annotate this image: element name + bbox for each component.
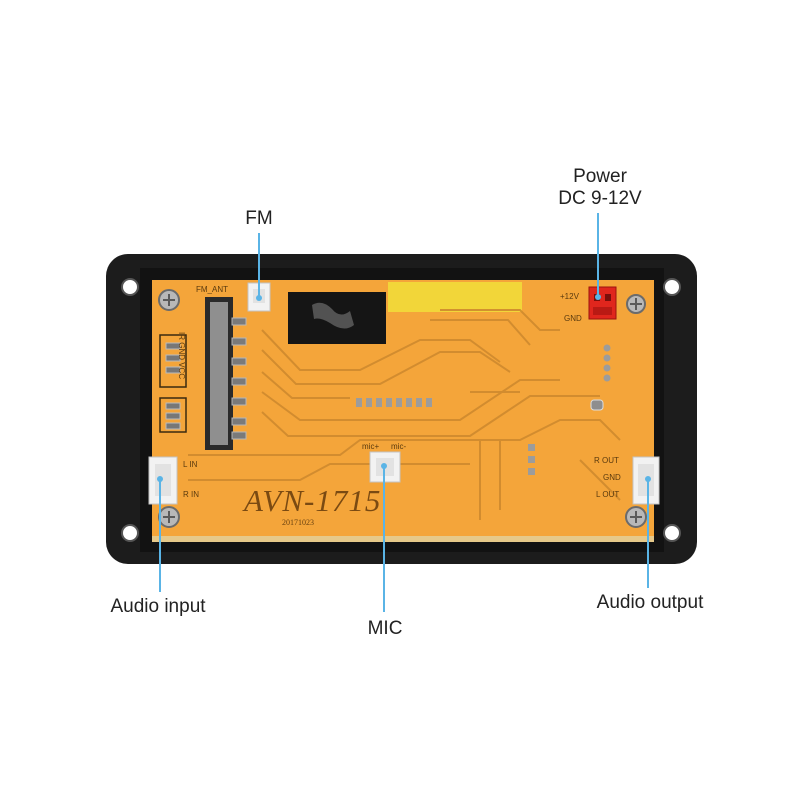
board-date: 20171023: [282, 518, 314, 527]
plus12v-label: +12V: [560, 292, 579, 301]
pcb-edge: [152, 536, 654, 542]
model-number: AVN-1715: [244, 483, 382, 518]
mount-hole-bottom-right: [663, 524, 681, 542]
audio-output-callout: Audio output: [596, 592, 704, 613]
ribbon-cable: [388, 282, 522, 312]
r-out-label: R OUT: [594, 456, 619, 465]
fm-ant-label: FM_ANT: [196, 285, 228, 294]
mic-minus-label: mic-: [391, 442, 407, 451]
l-in-label: L IN: [183, 460, 198, 469]
gnd-out-label: GND: [603, 473, 621, 482]
led: [590, 399, 604, 411]
screw-bottom-left: [158, 506, 180, 528]
power-label: Power: [573, 166, 627, 187]
r-in-label: R IN: [183, 490, 199, 499]
mic-callout: MIC: [367, 618, 403, 639]
card-slot-pins: [231, 317, 247, 440]
side-header-outline: [159, 397, 187, 433]
ir-header-pins: [165, 342, 181, 374]
callout-lines: [159, 213, 649, 612]
ir-gnd-vcc-label: IR GND VCC: [177, 332, 186, 380]
display-glare: [312, 302, 354, 329]
power-voltage-label: DC 9-12V: [558, 188, 642, 209]
power-callout: Power DC 9-12V: [558, 166, 641, 210]
fm-callout: FM: [245, 208, 273, 229]
screw-top-left: [158, 289, 180, 311]
right-side-pads: [528, 344, 611, 475]
gnd-power-label: GND: [564, 314, 582, 323]
audio-input-callout: Audio input: [110, 596, 206, 617]
mic-plus-label: mic+: [362, 442, 380, 451]
mount-hole-top-left: [121, 278, 139, 296]
pcb-traces: [188, 309, 621, 520]
mount-hole-bottom-left: [121, 524, 139, 542]
l-out-label: L OUT: [596, 490, 620, 499]
screw-bottom-right: [625, 506, 647, 528]
audio-input-connector: [148, 456, 178, 505]
callout-dots: [157, 294, 651, 482]
ir-header-outline: [159, 334, 187, 388]
chip-pads: [356, 398, 432, 407]
mount-hole-top-right: [663, 278, 681, 296]
